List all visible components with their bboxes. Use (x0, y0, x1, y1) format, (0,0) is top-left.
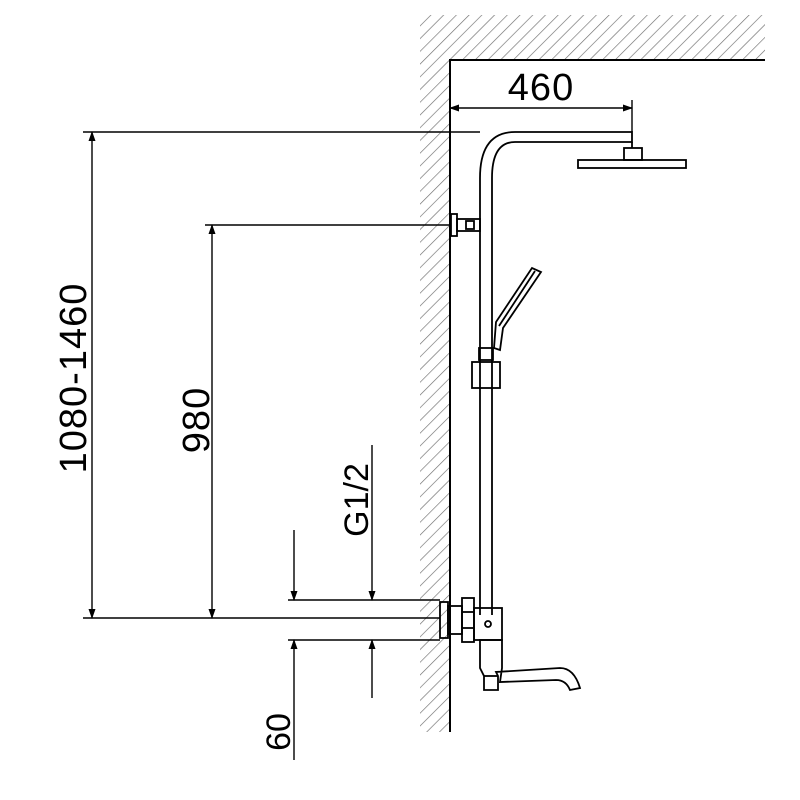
hand-shower-slider (471, 361, 501, 389)
bracket-height-label: 980 (176, 387, 218, 453)
hand-shower-detail (498, 270, 536, 327)
shower-head-connector (623, 147, 643, 161)
dimension-lines (83, 100, 633, 760)
thread-size-label: G1/2 (338, 463, 376, 537)
rain-shower-head (577, 159, 687, 169)
ceiling-hatch (420, 15, 765, 60)
slider-collar (478, 347, 494, 361)
diverter-knob (484, 620, 492, 628)
hand-shower (493, 266, 543, 352)
wall-bracket (456, 218, 481, 232)
shower-column (439, 131, 687, 692)
wall-hatch (420, 60, 450, 732)
arm-length-label: 460 (508, 67, 574, 109)
wall-structure (420, 15, 765, 732)
riser-pipe (479, 131, 633, 615)
bath-spout (479, 639, 582, 692)
wall-surface-line (449, 59, 765, 732)
total-height-label: 1080-1460 (53, 283, 95, 474)
offset-label: 60 (260, 713, 298, 751)
bracket-nut (465, 220, 475, 230)
diverter-body (473, 607, 503, 641)
mixer-hex-nut (461, 597, 475, 643)
